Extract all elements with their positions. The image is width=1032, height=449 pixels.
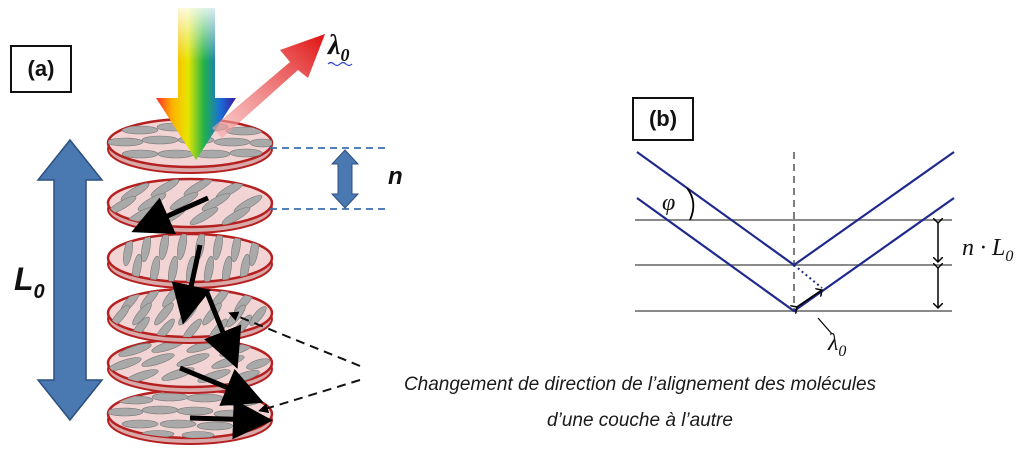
director-arrow-5 [189,399,273,440]
layer-disk-3 [106,232,274,289]
incidence-angle-label: φ [662,190,675,216]
layer-disk-5 [106,337,274,394]
caption-line-1: Changement de direction de l’alignement … [403,374,877,395]
director-arrows [131,195,273,440]
path-difference-segment [793,264,823,289]
reflected-wavelength-label: λ0 [327,30,349,65]
ray-2 [636,197,955,313]
caption-pointers [228,311,361,414]
path-difference-arrow [797,290,822,307]
director-arrow-3 [203,289,242,369]
thickness-double-arrow [36,138,104,422]
spellcheck-underline [327,61,353,67]
caption-line-2: d’une couche à l’autre [547,410,733,431]
director-arrow-1 [131,195,210,235]
thickness-label: L0 [14,261,45,303]
bragg-diagram: φ n · L0 λ0 [635,151,1013,360]
incident-light-arrow [156,8,236,160]
wavelength-label: λ0 [827,330,846,360]
director-arrow-4 [179,365,264,406]
ray-1 [636,151,955,267]
director-arrow-2 [171,244,211,325]
layer-spacing-label: n · L0 [962,235,1013,265]
angle-arc [686,187,695,221]
panel-a-label: (a) [10,45,72,93]
pitch-label: n [388,163,403,190]
reflected-light-arrow [212,34,325,138]
pitch-double-arrow [330,149,360,209]
thickness-indicator: L0 [14,138,104,422]
pitch-indicator: n [270,147,403,210]
panel-b-label: (b) [632,97,694,141]
